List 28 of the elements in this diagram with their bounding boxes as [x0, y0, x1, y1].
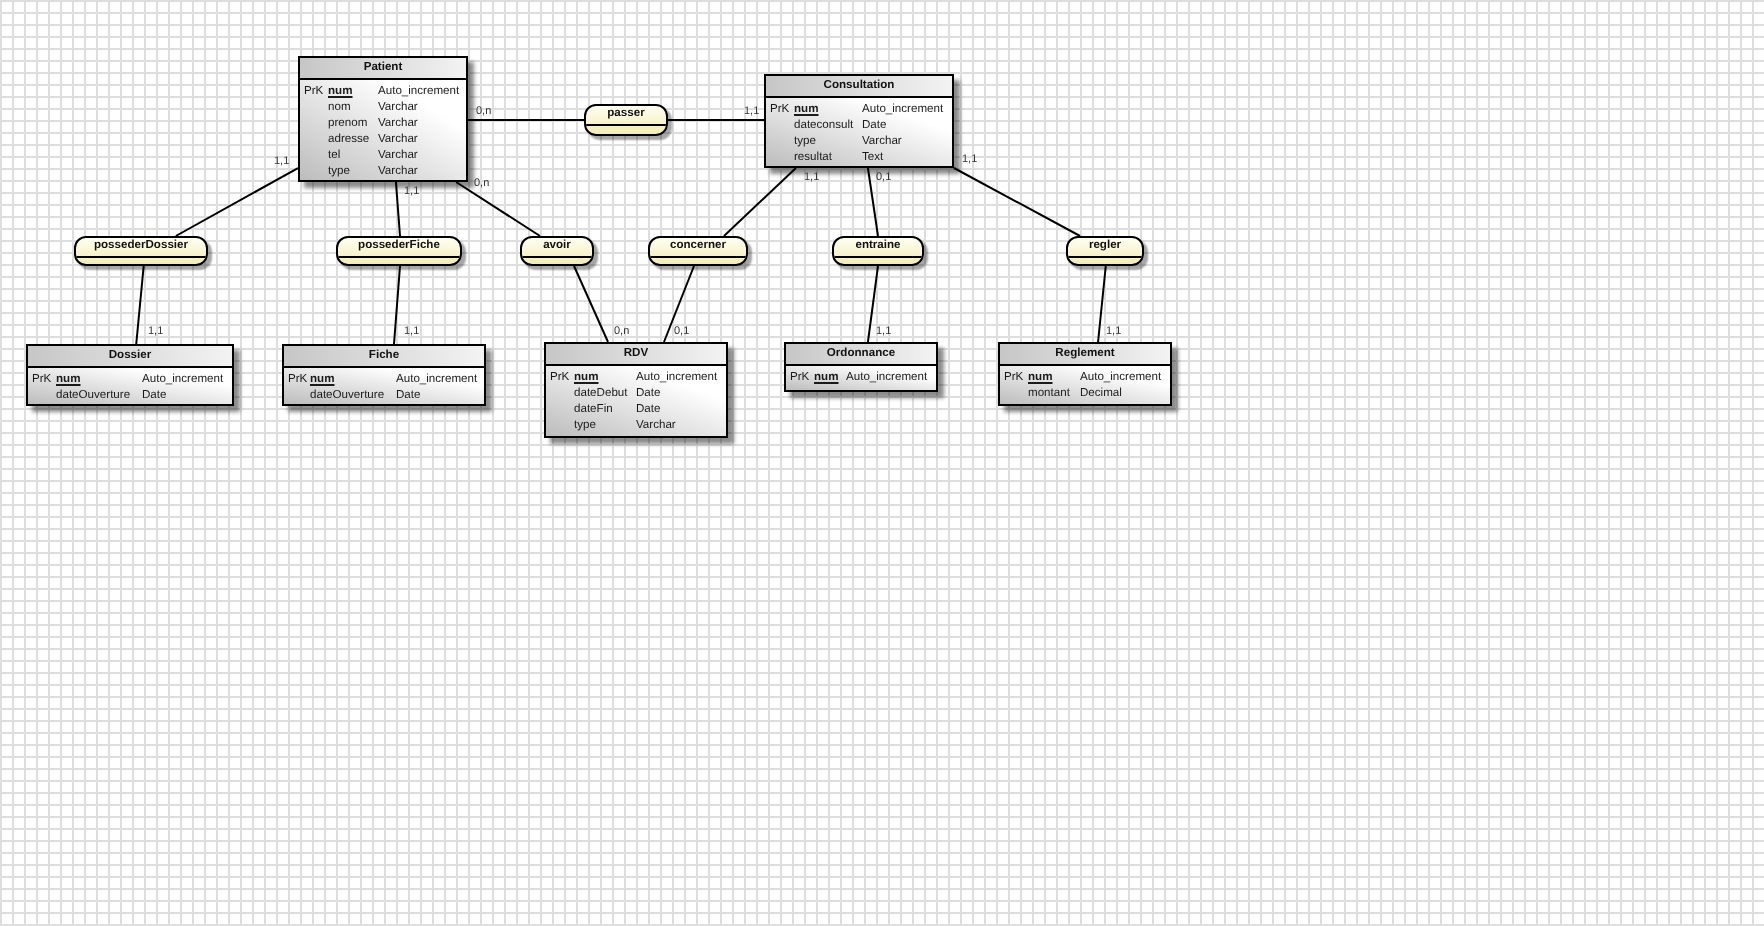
connector-line: [455, 181, 541, 237]
entity-table: [764, 74, 954, 168]
entity-table: [544, 342, 728, 438]
connector-line: [866, 167, 879, 237]
connector-line: [135, 265, 145, 345]
association-shape: [336, 236, 462, 266]
association-shape: [584, 104, 668, 136]
connector-line: [723, 167, 797, 237]
association-shape: [1066, 236, 1144, 266]
connector-line: [1097, 265, 1107, 343]
entity-table: [26, 344, 234, 406]
connector-line: [662, 265, 695, 343]
connector-line: [953, 167, 1082, 237]
connector-line: [394, 181, 401, 237]
association-shape: [832, 236, 924, 266]
connector-line: [667, 119, 765, 122]
connector-line: [393, 265, 401, 345]
connector-line: [866, 265, 879, 343]
connector-line: [174, 167, 299, 237]
connector-line: [573, 265, 610, 343]
association-shape: [648, 236, 748, 266]
entity-table: [298, 56, 468, 182]
entity-table: [998, 342, 1172, 406]
entity-table: [282, 344, 486, 406]
association-shape: [74, 236, 208, 266]
connector-line: [467, 119, 585, 121]
association-shape: [520, 236, 594, 266]
entity-table: [784, 342, 938, 392]
